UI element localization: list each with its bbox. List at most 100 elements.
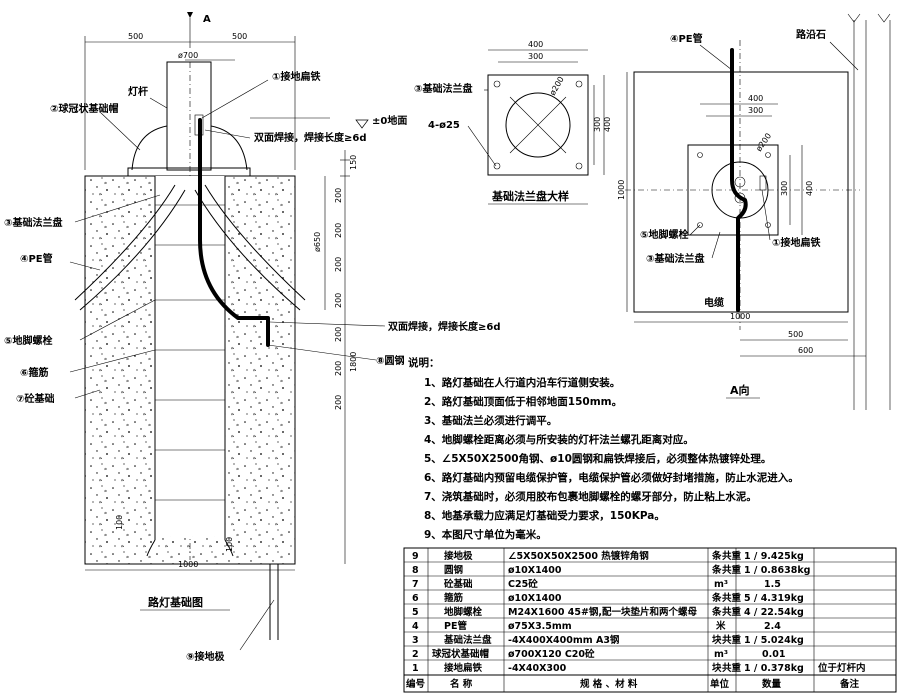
row-4-name: PE管 — [444, 620, 467, 632]
row-7-no: 7 — [412, 579, 419, 590]
header-spec: 规 格 、材 料 — [580, 678, 638, 690]
elevation-view: A 500 500 ø700 灯杆 — [4, 12, 501, 663]
elevation-title: 路灯基础图 — [148, 595, 203, 609]
row-1-spec: -4X40X300 — [508, 663, 567, 674]
note-7: 7、浇筑基础时，必须用胶布包裹地脚螺栓的螺牙部分，防止粘上水泥。 — [424, 490, 757, 503]
row-8-unit: 条 — [711, 564, 722, 576]
dim-200-c: 200 — [334, 257, 343, 272]
row-6-weight: 共重 — [722, 592, 742, 604]
callout-ground-rod: ⑨接地极 — [186, 650, 225, 663]
row-3-spec: -4X400X400mm A3钢 — [508, 634, 620, 646]
notes: 说明： 1、路灯基础在人行道内沿车行道侧安装。 2、路灯基础顶面低于相邻地面15… — [408, 356, 799, 541]
callout-round-steel: ⑧圆钢 — [376, 354, 404, 367]
plan-pe-pipe-label: ④PE管 — [670, 32, 703, 45]
header-unit: 单位 — [710, 678, 730, 690]
flange-dim-300: 300 — [528, 52, 543, 61]
flange-detail: 400 300 ø200 300 400 ③基础法兰盘 4-ø25 基础法兰盘大… — [414, 40, 612, 205]
flange-label: ③基础法兰盘 — [414, 82, 472, 95]
note-4: 4、地脚螺栓距离必须与所安装的灯杆法兰螺孔距离对应。 — [424, 433, 694, 446]
header-no: 编号 — [406, 678, 426, 690]
dim-dia-700: ø700 — [178, 51, 198, 60]
row-7-name: 砼基础 — [444, 578, 473, 590]
plan-dim-1000-bottom: 1000 — [730, 312, 750, 321]
row-2-qty: 0.01 — [762, 649, 785, 660]
callout-cap: ②球冠状基础帽 — [50, 102, 118, 115]
header-name: 名 称 — [450, 678, 473, 690]
row-5-qty: 4 / 22.54kg — [744, 607, 804, 618]
row-6-unit: 条 — [711, 592, 722, 604]
row-4-no: 4 — [412, 621, 419, 632]
row-5-name: 地脚螺栓 — [444, 606, 483, 618]
ground-level-label: ±0地面 — [372, 114, 407, 127]
dim-500-left: 500 — [128, 32, 143, 41]
row-7-qty: 1.5 — [764, 579, 781, 590]
callout-concrete: ⑦砼基础 — [16, 392, 54, 405]
row-7-unit: m³ — [714, 579, 728, 590]
dim-1800: 1800 — [349, 352, 358, 372]
row-8-spec: ø10X1400 — [508, 565, 562, 576]
row-4-unit: 米 — [715, 620, 726, 632]
note-1: 1、路灯基础在人行道内沿车行道侧安装。 — [424, 376, 620, 389]
callout-pe-pipe: ④PE管 — [20, 252, 53, 265]
row-9-qty: 1 / 9.425kg — [744, 551, 804, 562]
plan-dim-1000-side: 1000 — [617, 180, 626, 200]
row-1-no: 1 — [412, 663, 419, 674]
plan-dim-400-b: 400 — [805, 181, 814, 196]
section-mark-a: A — [203, 14, 211, 25]
row-5-weight: 共重 — [722, 606, 742, 618]
row-1-qty: 1 / 0.378kg — [744, 663, 804, 674]
header-remark: 备注 — [839, 678, 860, 690]
plan-cable-label: 电缆 — [704, 296, 724, 309]
dim-100-left: 100 — [115, 515, 124, 530]
plan-anchor-bolt-label: ⑤地脚螺栓 — [640, 228, 688, 241]
note-6: 6、路灯基础内预留电缆保护管，电缆保护管必须做好封堵措施，防止水泥进入。 — [424, 471, 799, 484]
plan-dia-200: ø200 — [754, 131, 773, 153]
plan-dim-500: 500 — [788, 330, 803, 339]
row-6-name: 箍筋 — [443, 592, 464, 604]
dim-200-d: 200 — [334, 293, 343, 308]
row-3-unit: 块 — [712, 634, 722, 646]
row-8-weight: 共重 — [722, 564, 742, 576]
row-8-name: 圆钢 — [444, 564, 464, 576]
callout-flange: ③基础法兰盘 — [4, 216, 62, 229]
dim-200-g: 200 — [334, 395, 343, 410]
row-5-unit: 条 — [711, 606, 722, 618]
row-3-weight: 共重 — [722, 634, 742, 646]
row-9-unit: 条 — [711, 550, 722, 562]
weld-note-bottom: 双面焊接，焊接长度≥6d — [388, 320, 501, 333]
note-3: 3、基础法兰必须进行调平。 — [424, 414, 557, 427]
row-1-weight: 共重 — [722, 662, 742, 674]
dim-100-right: 100 — [225, 537, 234, 552]
header-qty: 数量 — [761, 678, 782, 690]
callout-stirrup: ⑥箍筋 — [20, 366, 48, 379]
callout-anchor-bolt: ⑤地脚螺栓 — [4, 334, 52, 347]
plan-dim-600: 600 — [798, 346, 813, 355]
notes-heading: 说明： — [408, 356, 440, 369]
dim-650: ø650 — [313, 232, 322, 252]
row-3-qty: 1 / 5.024kg — [744, 635, 804, 646]
flange-dim-400-side: 400 — [603, 117, 612, 132]
row-1-unit: 块 — [712, 662, 722, 674]
row-9-no: 9 — [412, 551, 419, 562]
dim-200-e: 200 — [334, 327, 343, 342]
row-7-spec: C25砼 — [508, 578, 538, 590]
plan-flange-label: ③基础法兰盘 — [646, 252, 704, 265]
row-4-qty: 2.4 — [764, 621, 781, 632]
weld-note-top: 双面焊接，焊接长度≥6d — [254, 131, 367, 144]
row-2-spec: ø700X120 C20砼 — [508, 648, 595, 660]
row-9-spec: ∠5X50X50X2500 热镀锌角钢 — [508, 550, 649, 562]
flange-dia-200: ø200 — [548, 75, 566, 97]
dim-200-b: 200 — [334, 223, 343, 238]
callout-ground-flat-iron: ①接地扁铁 — [272, 70, 320, 83]
row-5-spec: M24X1600 45#钢,配一块垫片和两个螺母 — [508, 606, 698, 618]
row-2-no: 2 — [412, 649, 419, 660]
row-9-weight: 共重 — [722, 550, 742, 562]
flange-detail-title: 基础法兰盘大样 — [491, 189, 569, 203]
note-8: 8、地基承载力应满足灯基础受力要求，150KPa。 — [424, 509, 665, 522]
dim-1000-bottom: 1000 — [178, 560, 198, 569]
row-2-unit: m³ — [714, 649, 728, 660]
dim-500-right: 500 — [232, 32, 247, 41]
dim-200-f: 200 — [334, 361, 343, 376]
row-6-qty: 5 / 4.319kg — [744, 593, 804, 604]
row-6-no: 6 — [412, 593, 419, 604]
